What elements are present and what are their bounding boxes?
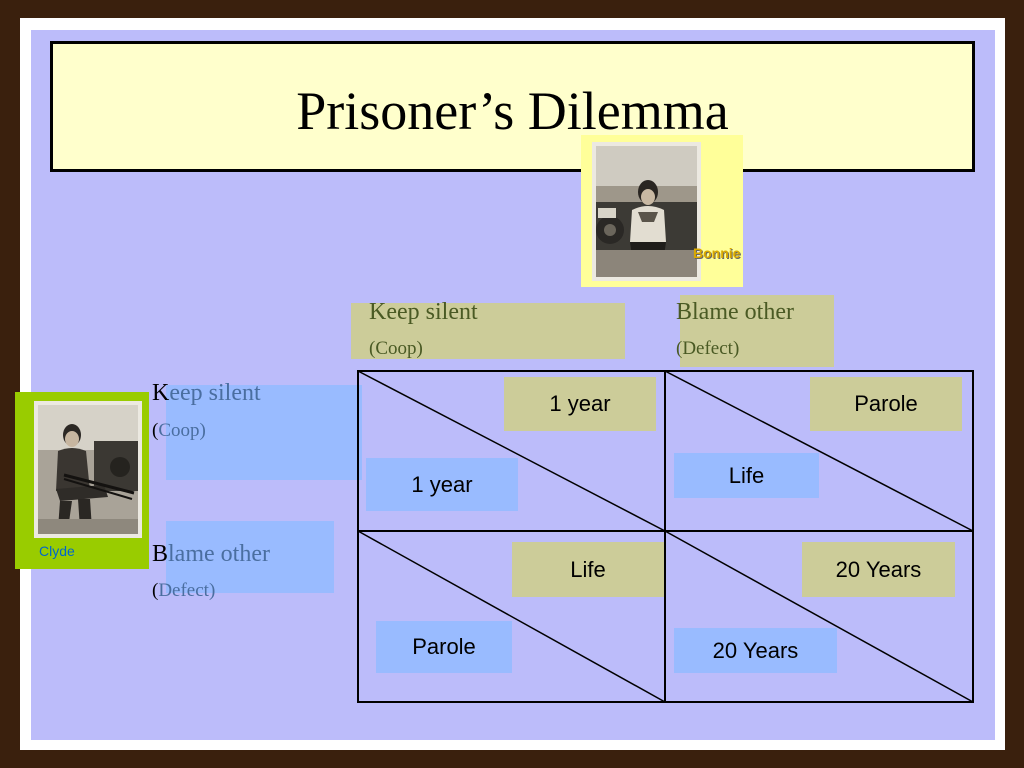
row-keep-silent-highlight [166, 385, 362, 480]
row-header-rest: eep silent [169, 380, 261, 406]
cell-diagonal-top-right [664, 370, 974, 532]
row-header-rest: lame other [168, 541, 270, 567]
cell-diagonal-bottom-right [664, 530, 974, 703]
payoff-clyde-silent-silent: 1 year [366, 458, 518, 511]
row-subheader-coop: (Coop) [152, 420, 206, 442]
bonnie-label: Bonnie [693, 245, 741, 261]
title-box: Prisoner’s Dilemma [50, 41, 975, 172]
payoff-matrix-grid [357, 370, 974, 703]
clyde-label: Clyde [39, 543, 75, 559]
row-sub-rest: Defect) [158, 580, 216, 601]
column-keep-silent-highlight [351, 303, 625, 359]
payoff-bonnie-silent-blame: Parole [810, 377, 962, 431]
row-header-blame-other: Blame other [152, 541, 270, 568]
clyde-photo [34, 401, 142, 538]
row-blame-other-highlight [166, 521, 334, 593]
payoff-bonnie-blame-blame: 20 Years [802, 542, 955, 597]
slide-title: Prisoner’s Dilemma [296, 81, 729, 141]
payoff-bonnie-silent-silent: 1 year [504, 377, 656, 431]
payoff-clyde-blame-silent: Parole [376, 621, 512, 673]
column-blame-other-highlight [680, 295, 834, 367]
row-sub-rest: Coop) [158, 420, 206, 441]
payoff-bonnie-blame-silent: Life [512, 542, 664, 597]
row-header-first-letter: B [152, 541, 169, 567]
row-header-first-letter: K [152, 380, 170, 406]
bonnie-photo [592, 142, 701, 281]
cell-diagonal-top-left [357, 370, 666, 532]
row-subheader-defect: (Defect) [152, 580, 215, 602]
cell-diagonal-bottom-left [357, 530, 666, 703]
column-subheader-defect: (Defect) [676, 338, 740, 359]
column-header-blame-other: Blame other [676, 299, 794, 325]
row-sub-first: ( [152, 580, 159, 601]
payoff-clyde-blame-blame: 20 Years [674, 628, 837, 673]
row-sub-first: ( [152, 420, 159, 441]
payoff-clyde-silent-blame: Life [674, 453, 819, 498]
column-subheader-coop: (Coop) [369, 338, 423, 359]
row-header-keep-silent: Keep silent [152, 380, 261, 407]
column-header-keep-silent: Keep silent [369, 299, 478, 325]
